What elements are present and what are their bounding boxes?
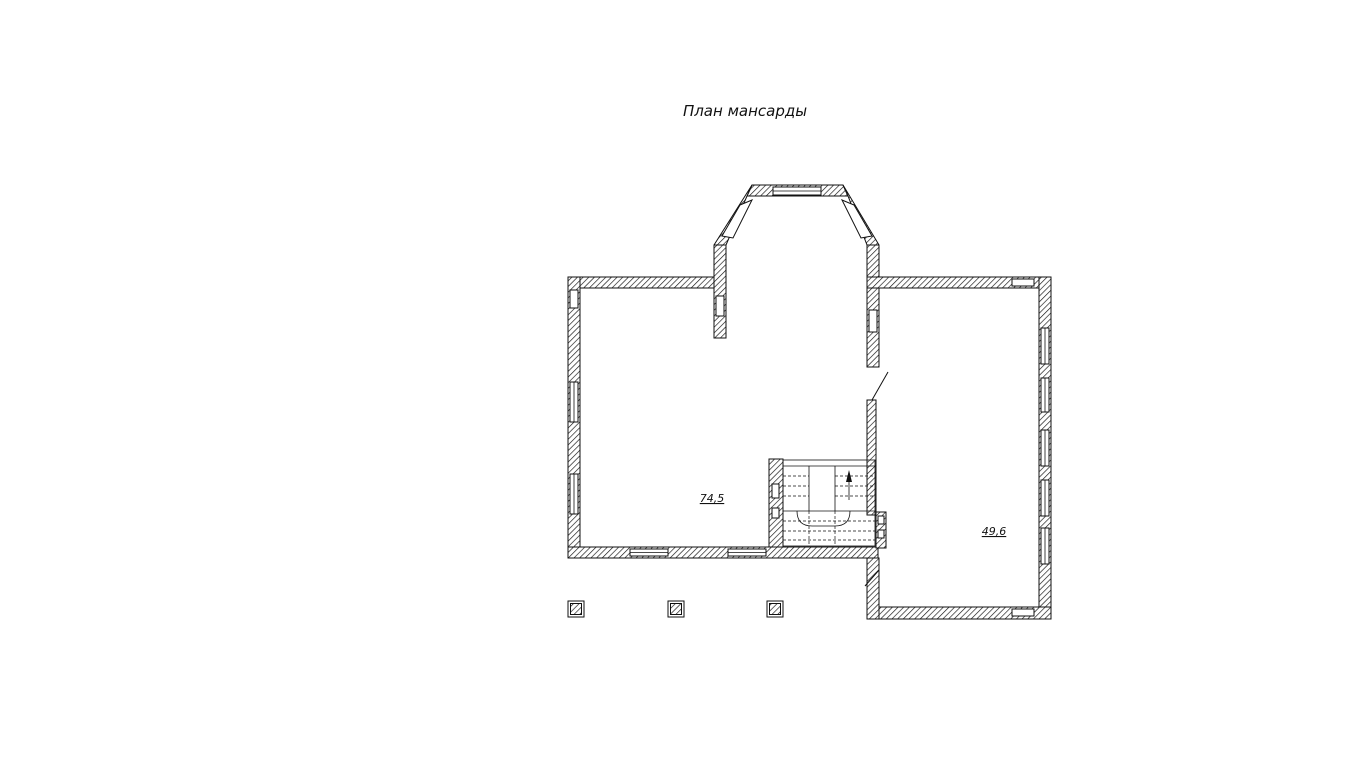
- central-partition: [866, 371, 889, 516]
- stair-direction-arrow-icon: [846, 470, 852, 482]
- left-room-windows: [569, 289, 767, 557]
- plan-title: План мансарды: [683, 102, 807, 120]
- columns: [567, 600, 784, 618]
- right-room-windows: [1011, 278, 1050, 617]
- right-room-walls: [864, 276, 1052, 620]
- room-area-left: 74,5: [700, 492, 725, 505]
- bay-windows: [715, 186, 878, 333]
- room-area-right: 49,6: [982, 525, 1007, 538]
- staircase: [768, 458, 887, 549]
- bay-walls: [713, 184, 880, 368]
